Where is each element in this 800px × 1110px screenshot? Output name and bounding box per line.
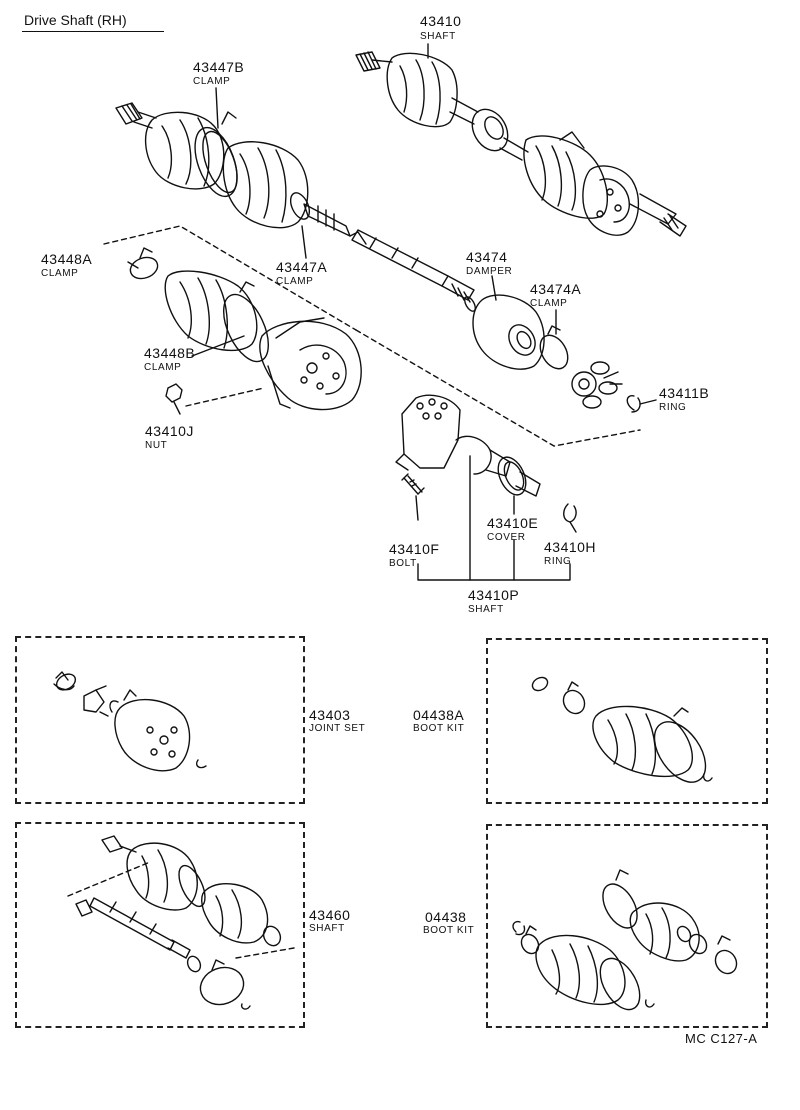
part-desc-43410F: BOLT <box>389 558 417 569</box>
boot-kit-drawing <box>512 869 738 1011</box>
part-number-43410E: 43410E <box>487 515 539 531</box>
part-number-43448A: 43448A <box>41 251 93 267</box>
part-desc-43447B: CLAMP <box>193 76 231 87</box>
part-number-43474A: 43474A <box>530 281 582 297</box>
part-desc-43410H: RING <box>544 556 572 567</box>
boot-kit-A-drawing <box>531 676 713 783</box>
part-number-43460: 43460 <box>309 907 351 923</box>
part-desc-43474A: CLAMP <box>530 298 568 309</box>
part-desc-43410E: COVER <box>487 532 526 543</box>
part-number-43410H: 43410H <box>544 539 597 555</box>
leader-dashes <box>103 225 641 447</box>
shaft-43460-dashes <box>67 861 295 959</box>
part-desc-43410: SHAFT <box>420 31 456 42</box>
part-number-43410F: 43410F <box>389 541 440 557</box>
part-number-43448B: 43448B <box>144 345 196 361</box>
tripod-joint-drawing <box>571 361 641 413</box>
part-desc-43474: DAMPER <box>466 266 513 277</box>
part-desc-43411B: RING <box>659 402 687 413</box>
part-desc-43410P: SHAFT <box>468 604 504 615</box>
part-desc-43447A: CLAMP <box>276 276 314 287</box>
boot-kit-box <box>486 824 768 1028</box>
part-desc-43448A: CLAMP <box>41 268 79 279</box>
part-desc-43448B: CLAMP <box>144 362 182 373</box>
part-number-43410P: 43410P <box>468 587 520 603</box>
part-number-43410: 43410 <box>420 13 462 29</box>
part-desc-04438: BOOT KIT <box>423 925 475 936</box>
shaft-outer-joint-drawing <box>115 102 367 245</box>
part-number-43447A: 43447A <box>276 259 328 275</box>
shaft-assembly-43410-drawing <box>355 51 687 237</box>
part-number-43474: 43474 <box>466 249 508 265</box>
diagram-reference-code: MC C127-A <box>685 1031 758 1046</box>
joint-set-drawing <box>53 671 207 772</box>
boot-kit-A-box <box>486 638 768 804</box>
page-title: Drive Shaft (RH) <box>24 12 127 28</box>
intermediate-shaft-drawing <box>351 229 476 312</box>
boot-and-housing-drawing <box>129 247 362 411</box>
part-number-04438: 04438 <box>425 909 467 925</box>
part-number-43410J: 43410J <box>145 423 194 439</box>
part-number-04438A: 04438A <box>413 707 465 723</box>
part-desc-43410J: NUT <box>145 440 168 451</box>
stub-shaft-43410P-drawing <box>395 394 577 523</box>
shaft-43460-box <box>15 822 305 1028</box>
damper-drawing <box>472 294 569 370</box>
shaft-43460-drawing <box>75 835 282 1010</box>
part-desc-04438A: BOOT KIT <box>413 723 465 734</box>
part-desc-43403: JOINT SET <box>309 723 366 734</box>
part-desc-43460: SHAFT <box>309 923 345 934</box>
part-number-43403: 43403 <box>309 707 351 723</box>
joint-set-box <box>15 636 305 804</box>
part-number-43411B: 43411B <box>659 385 710 401</box>
title-underline <box>22 31 164 32</box>
part-number-43447B: 43447B <box>193 59 245 75</box>
leader-lines <box>127 43 657 581</box>
